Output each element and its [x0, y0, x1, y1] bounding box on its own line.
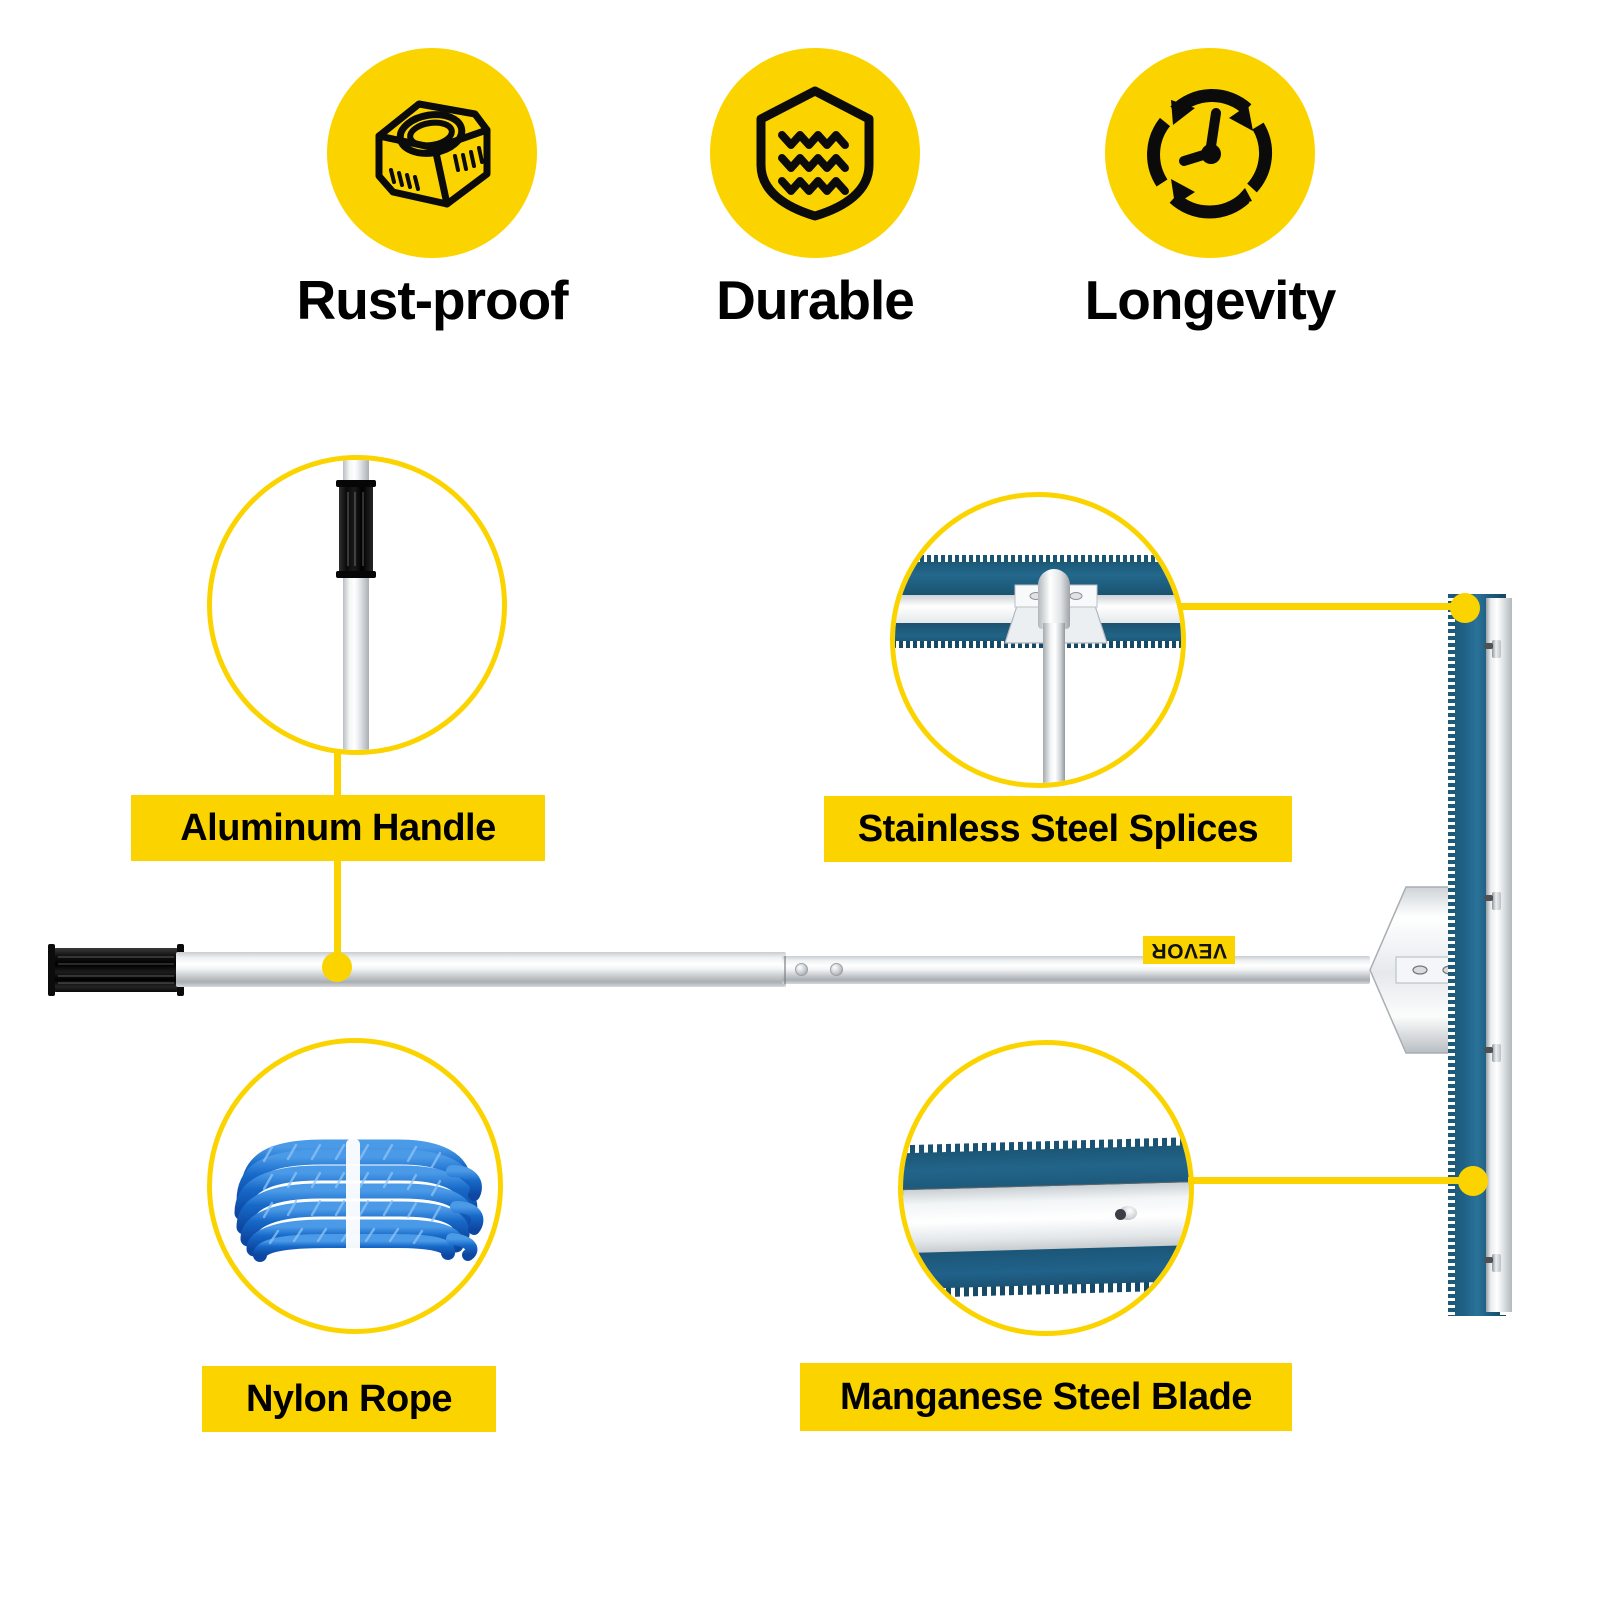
pole-screw	[830, 963, 843, 976]
label-stainless-steel-splices: Stainless Steel Splices	[824, 796, 1292, 862]
blade-screw	[1484, 1254, 1501, 1272]
stainless-steel-splice-closeup	[895, 497, 1181, 783]
callout-circle-aluminum-handle	[207, 455, 507, 755]
label-text: Manganese Steel Blade	[840, 1375, 1252, 1418]
vevor-logo: VEVOR	[1143, 936, 1235, 964]
blade-screw	[1484, 640, 1501, 658]
feature-row: Rust-proof Durable	[0, 48, 1600, 348]
label-manganese-steel-blade: Manganese Steel Blade	[800, 1363, 1292, 1431]
leader-dot-manganese-steel-blade	[1458, 1166, 1488, 1196]
aluminum-handle-closeup	[212, 460, 502, 750]
leader-line-stainless-steel-splices	[1180, 603, 1470, 610]
manganese-steel-blade-closeup	[903, 1045, 1189, 1331]
blade-serration-left	[1448, 594, 1455, 1316]
blade-screw	[1484, 1044, 1501, 1062]
product-illustration: VEVOR	[0, 560, 1600, 1320]
feature-badge	[1105, 48, 1315, 258]
aluminum-pole-lower	[176, 952, 786, 987]
rubber-grip	[48, 944, 184, 996]
leader-dot-stainless-steel-splices	[1450, 593, 1480, 623]
leader-line-manganese-steel-blade	[1188, 1177, 1480, 1184]
feature-label: Durable	[716, 269, 915, 331]
feature-longevity: Longevity	[1000, 48, 1420, 332]
blade-metal-strip	[1486, 598, 1512, 1312]
pole-joint-seam	[784, 956, 786, 984]
feature-label: Longevity	[1084, 269, 1337, 331]
label-aluminum-handle: Aluminum Handle	[131, 795, 545, 861]
label-nylon-rope: Nylon Rope	[202, 1366, 496, 1432]
label-text: Nylon Rope	[245, 1377, 453, 1420]
feature-label: Rust-proof	[296, 269, 568, 331]
feature-badge	[327, 48, 537, 258]
callout-circle-nylon-rope	[207, 1038, 503, 1334]
aluminum-pole-mid	[782, 956, 1370, 984]
clock-refresh-icon	[1135, 78, 1285, 228]
feature-badge	[710, 48, 920, 258]
callout-circle-manganese-steel-blade	[898, 1040, 1194, 1336]
leader-dot-aluminum-handle	[322, 952, 352, 982]
hex-nut-icon	[357, 78, 507, 228]
pole-screw	[795, 963, 808, 976]
feature-durable: Durable	[650, 48, 980, 332]
callout-circle-stainless-steel-splices	[890, 492, 1186, 788]
label-text: Stainless Steel Splices	[857, 807, 1259, 850]
blue-nylon-rope-coil	[212, 1043, 498, 1329]
label-text: Aluminum Handle	[180, 806, 496, 849]
feature-rust-proof: Rust-proof	[222, 48, 642, 332]
blade-screw	[1484, 892, 1501, 910]
shield-waves-icon	[749, 83, 881, 223]
